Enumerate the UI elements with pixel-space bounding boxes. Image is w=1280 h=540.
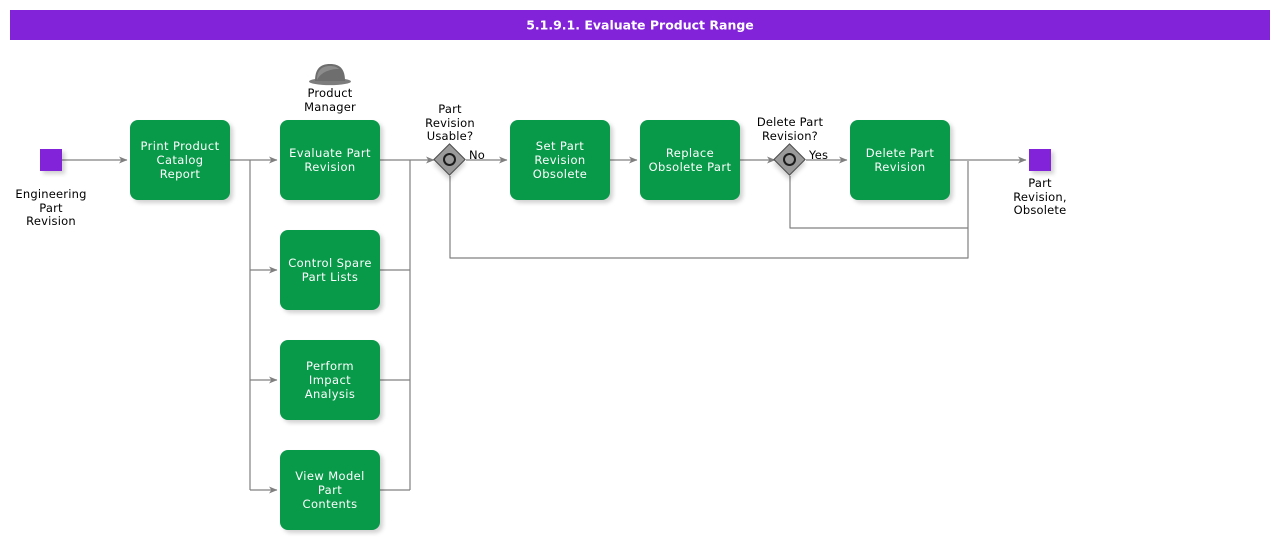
- end-terminator[interactable]: [1029, 149, 1051, 171]
- decision-ring-icon: [443, 153, 456, 166]
- activity-label: View Model Part Contents: [295, 469, 365, 511]
- activity-print-product-catalog-report[interactable]: Print Product Catalog Report: [130, 120, 230, 200]
- role-product-manager-label: Product Manager: [304, 86, 356, 114]
- page-title: 5.1.9.1. Evaluate Product Range: [526, 17, 754, 33]
- decision-part-revision-usable-label: Part Revision Usable?: [425, 102, 475, 143]
- activity-label: Replace Obsolete Part: [648, 146, 732, 174]
- decision-ring-icon: [783, 153, 796, 166]
- decision-part-revision-usable[interactable]: [433, 143, 466, 176]
- start-terminator-label: Engineering Part Revision: [15, 187, 87, 228]
- branch-label-yes: Yes: [809, 148, 829, 162]
- branch-label-no: No: [469, 148, 486, 162]
- activity-delete-part-revision[interactable]: Delete Part Revision: [850, 120, 950, 200]
- start-terminator[interactable]: [40, 149, 62, 171]
- decision-delete-part-revision[interactable]: [773, 143, 806, 176]
- end-terminator-label: Part Revision, Obsolete: [1013, 176, 1067, 217]
- decision-delete-part-revision-label: Delete Part Revision?: [756, 115, 824, 143]
- activity-label: Perform Impact Analysis: [304, 359, 356, 401]
- activity-label: Set Part Revision Obsolete: [532, 139, 588, 181]
- activity-label: Print Product Catalog Report: [140, 139, 220, 181]
- activity-set-part-revision-obsolete[interactable]: Set Part Revision Obsolete: [510, 120, 610, 200]
- activity-label: Evaluate Part Revision: [289, 146, 371, 174]
- header-bar: 5.1.9.1. Evaluate Product Range: [10, 10, 1270, 40]
- activity-replace-obsolete-part[interactable]: Replace Obsolete Part: [640, 120, 740, 200]
- activity-label: Control Spare Part Lists: [288, 256, 372, 284]
- role-product-manager[interactable]: Product Manager: [282, 60, 378, 114]
- activity-control-spare-part-lists[interactable]: Control Spare Part Lists: [280, 230, 380, 310]
- role-hat-icon: [307, 60, 353, 86]
- activity-evaluate-part-revision[interactable]: Evaluate Part Revision: [280, 120, 380, 200]
- activity-view-model-part-contents[interactable]: View Model Part Contents: [280, 450, 380, 530]
- activity-perform-impact-analysis[interactable]: Perform Impact Analysis: [280, 340, 380, 420]
- activity-label: Delete Part Revision: [865, 146, 935, 174]
